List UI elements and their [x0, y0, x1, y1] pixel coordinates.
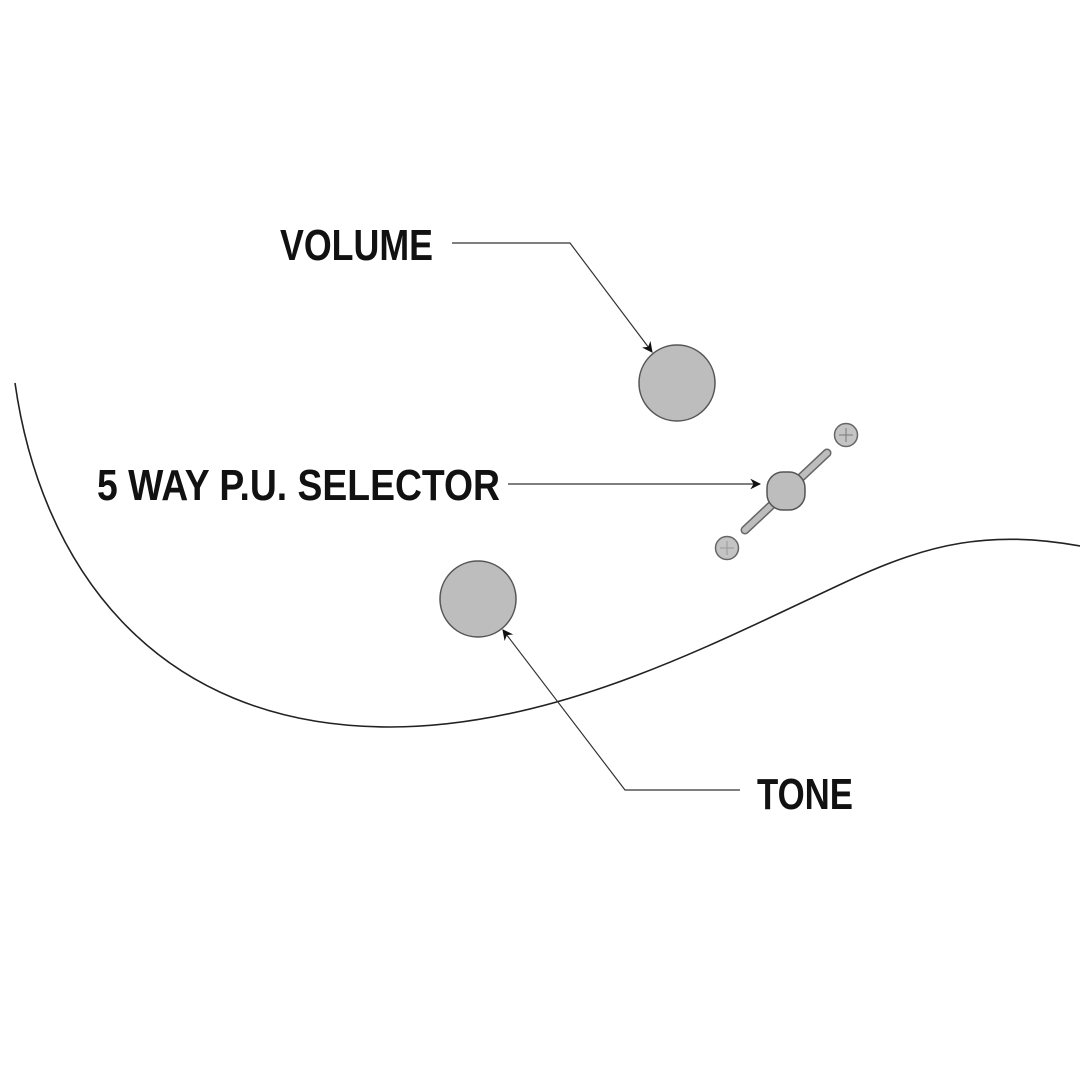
volume-knob — [638, 344, 716, 422]
tone-leader-arrow — [502, 629, 740, 791]
selector-label: 5 WAY P.U. SELECTOR — [97, 461, 500, 510]
pickup-selector-switch — [740, 448, 832, 535]
tone-knob — [439, 560, 517, 638]
guitar-body-outline — [14, 382, 1080, 728]
volume-label: VOLUME — [280, 221, 433, 270]
volume-leader-arrow — [452, 242, 653, 353]
tone-label: TONE — [757, 770, 853, 819]
screw-icon — [714, 535, 740, 561]
screw-icon — [833, 422, 859, 448]
